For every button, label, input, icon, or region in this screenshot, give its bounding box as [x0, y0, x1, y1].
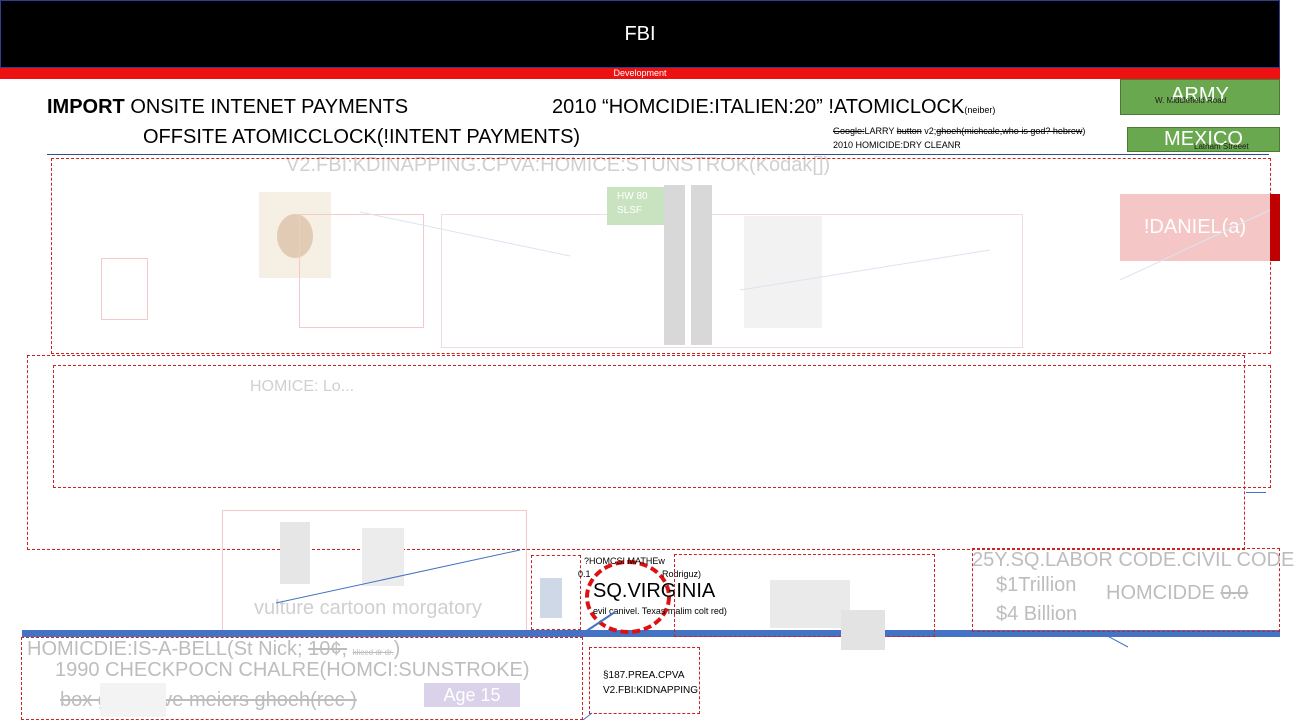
vulture-bird-1	[280, 522, 310, 584]
army-sub: W. Middlefield Road	[1155, 96, 1227, 105]
faded-frame-1	[299, 214, 424, 328]
note-button: button	[896, 126, 922, 136]
virginia-top: ?HOMCSI MATHEw	[584, 556, 665, 566]
portrait-photo	[259, 192, 331, 278]
virginia-title: SQ.VIRGINIA	[593, 580, 716, 602]
connector-line-2	[584, 611, 616, 633]
headline-line-1-text: ONSITE INTENET PAYMENTS	[124, 96, 409, 118]
note-larry: LARRY	[864, 126, 897, 136]
faded-line-1	[359, 211, 571, 257]
note-v2: v2;	[921, 126, 937, 136]
center-title: 2010 “HOMCIDIE:ITALIEN:20” !ATOMICLOCK(n…	[552, 96, 995, 119]
development-bar: Development	[0, 68, 1280, 79]
virginia-left-frame	[531, 555, 581, 630]
hw-sign: HW 80 SLSF	[607, 187, 664, 225]
connector-line-4	[582, 712, 593, 720]
note-ghoeh: ghoeh(michcale,who is god? hebrew	[936, 126, 1083, 136]
panel-connector	[1246, 492, 1266, 493]
homcidde-label: HOMCIDDE 0.0	[1106, 582, 1248, 605]
age-badge: Age 15	[424, 683, 520, 707]
note-line-1: Google:LARRY button v2;ghoeh(michcale,wh…	[833, 124, 1085, 138]
center-title-small: (neiber)	[964, 105, 996, 115]
faded-frame-3	[441, 214, 1023, 348]
billion-label: $4 Billion	[996, 603, 1078, 625]
faded-homice: HOMICE: Lo...	[250, 378, 355, 395]
prea-frame	[589, 647, 700, 714]
labor-code: 25Y.SQ.LABOR CODE.CIVIL CODE	[972, 549, 1294, 571]
daniel-edge	[1270, 194, 1280, 261]
portrait-face	[277, 214, 313, 258]
army-box[interactable]: ARMY W. Middlefield Road	[1120, 79, 1280, 115]
daniel-box[interactable]: !DANIEL(a)	[1120, 194, 1270, 261]
daniel-label: !DANIEL(a)	[1143, 216, 1247, 238]
photo-man	[841, 610, 885, 650]
prea-text: §187.PREA.CPVA V2.FBI:KIDNAPPING	[603, 668, 698, 698]
divider-line	[47, 154, 1269, 155]
import-label: IMPORT	[47, 96, 125, 118]
bell-text: HOMICDIE:IS-A-BELL(St Nick;	[27, 638, 309, 660]
homcidde-text: HOMCIDDE	[1106, 582, 1221, 604]
checkpocn-line: 1990 CHECKPOCN CHALRE(HOMCI:SUNSTROKE)	[55, 659, 530, 681]
faded-line-2	[739, 249, 991, 291]
mexico-box[interactable]: MEXICO Latham Streeet	[1127, 127, 1280, 152]
middle-panel-inner	[53, 365, 1271, 488]
trillion-label: $1Trillion	[996, 574, 1077, 596]
faded-line-3	[1119, 209, 1271, 281]
development-label: Development	[613, 68, 667, 78]
blue-timeline-bar	[22, 630, 1280, 637]
homcidde-struck: 0.0	[1220, 582, 1249, 604]
note-line-2: 2010 HOMICIDE:DRY CLEANR	[833, 140, 961, 150]
connector-line-1	[275, 549, 521, 604]
note-google: Google:	[833, 126, 865, 136]
bell-struck: 10¢,	[308, 638, 348, 660]
road-image	[664, 185, 712, 345]
virginia-top-3: Rodriguz)	[662, 569, 702, 579]
vulture-caption: vulture cartoon morgatory	[254, 597, 482, 619]
army-label: ARMY	[1171, 84, 1229, 106]
photo-men	[770, 580, 850, 628]
middle-panel-outer	[27, 355, 1245, 550]
hw-label-1: HW 80	[617, 191, 648, 202]
bottom-thumbnail	[100, 683, 166, 717]
virginia-circle	[585, 560, 671, 634]
road-stripe	[685, 185, 691, 345]
connector-line-3	[1099, 631, 1129, 648]
headline-line-2: OFFSITE ATOMICCLOCK(!INTENT PAYMENTS)	[143, 126, 581, 148]
note-close: )	[1082, 126, 1086, 136]
bell-end: )	[393, 638, 401, 660]
virginia-photo	[540, 578, 562, 618]
bell-small: kliced dr dr.	[352, 648, 394, 657]
center-title-text: 2010 “HOMCIDIE:ITALIEN:20” !ATOMICLOCK	[552, 96, 965, 118]
mexico-label: MEXICO	[1164, 128, 1243, 150]
title-bar: FBI	[0, 0, 1280, 68]
virginia-top-2: 0.1	[578, 569, 591, 579]
prea-line-1: §187.PREA.CPVA	[603, 670, 685, 681]
bell-line: HOMICDIE:IS-A-BELL(St Nick; 10¢, kliced …	[27, 638, 400, 661]
title-text: FBI	[624, 22, 656, 45]
headline-line-1: IMPORT ONSITE INTENET PAYMENTS	[47, 96, 408, 119]
virginia-subtitle: evil canivel. Texas malim colt red)	[593, 606, 727, 616]
center-notes: Google:LARRY button v2;ghoeh(michcale,wh…	[833, 124, 1085, 152]
right-photo-frame	[674, 554, 935, 637]
faded-frame-2	[101, 258, 148, 320]
mexico-sub: Latham Streeet	[1194, 142, 1249, 151]
faded-section-title: V2.FBI:KDINAPPING.CPVA:HOMICE:STUNSTROK(…	[286, 154, 831, 176]
hw-label-2: SLSF	[617, 205, 643, 216]
prea-line-2: V2.FBI:KIDNAPPING	[603, 685, 699, 696]
labor-frame	[972, 548, 1280, 632]
faded-photo-2	[744, 216, 822, 328]
